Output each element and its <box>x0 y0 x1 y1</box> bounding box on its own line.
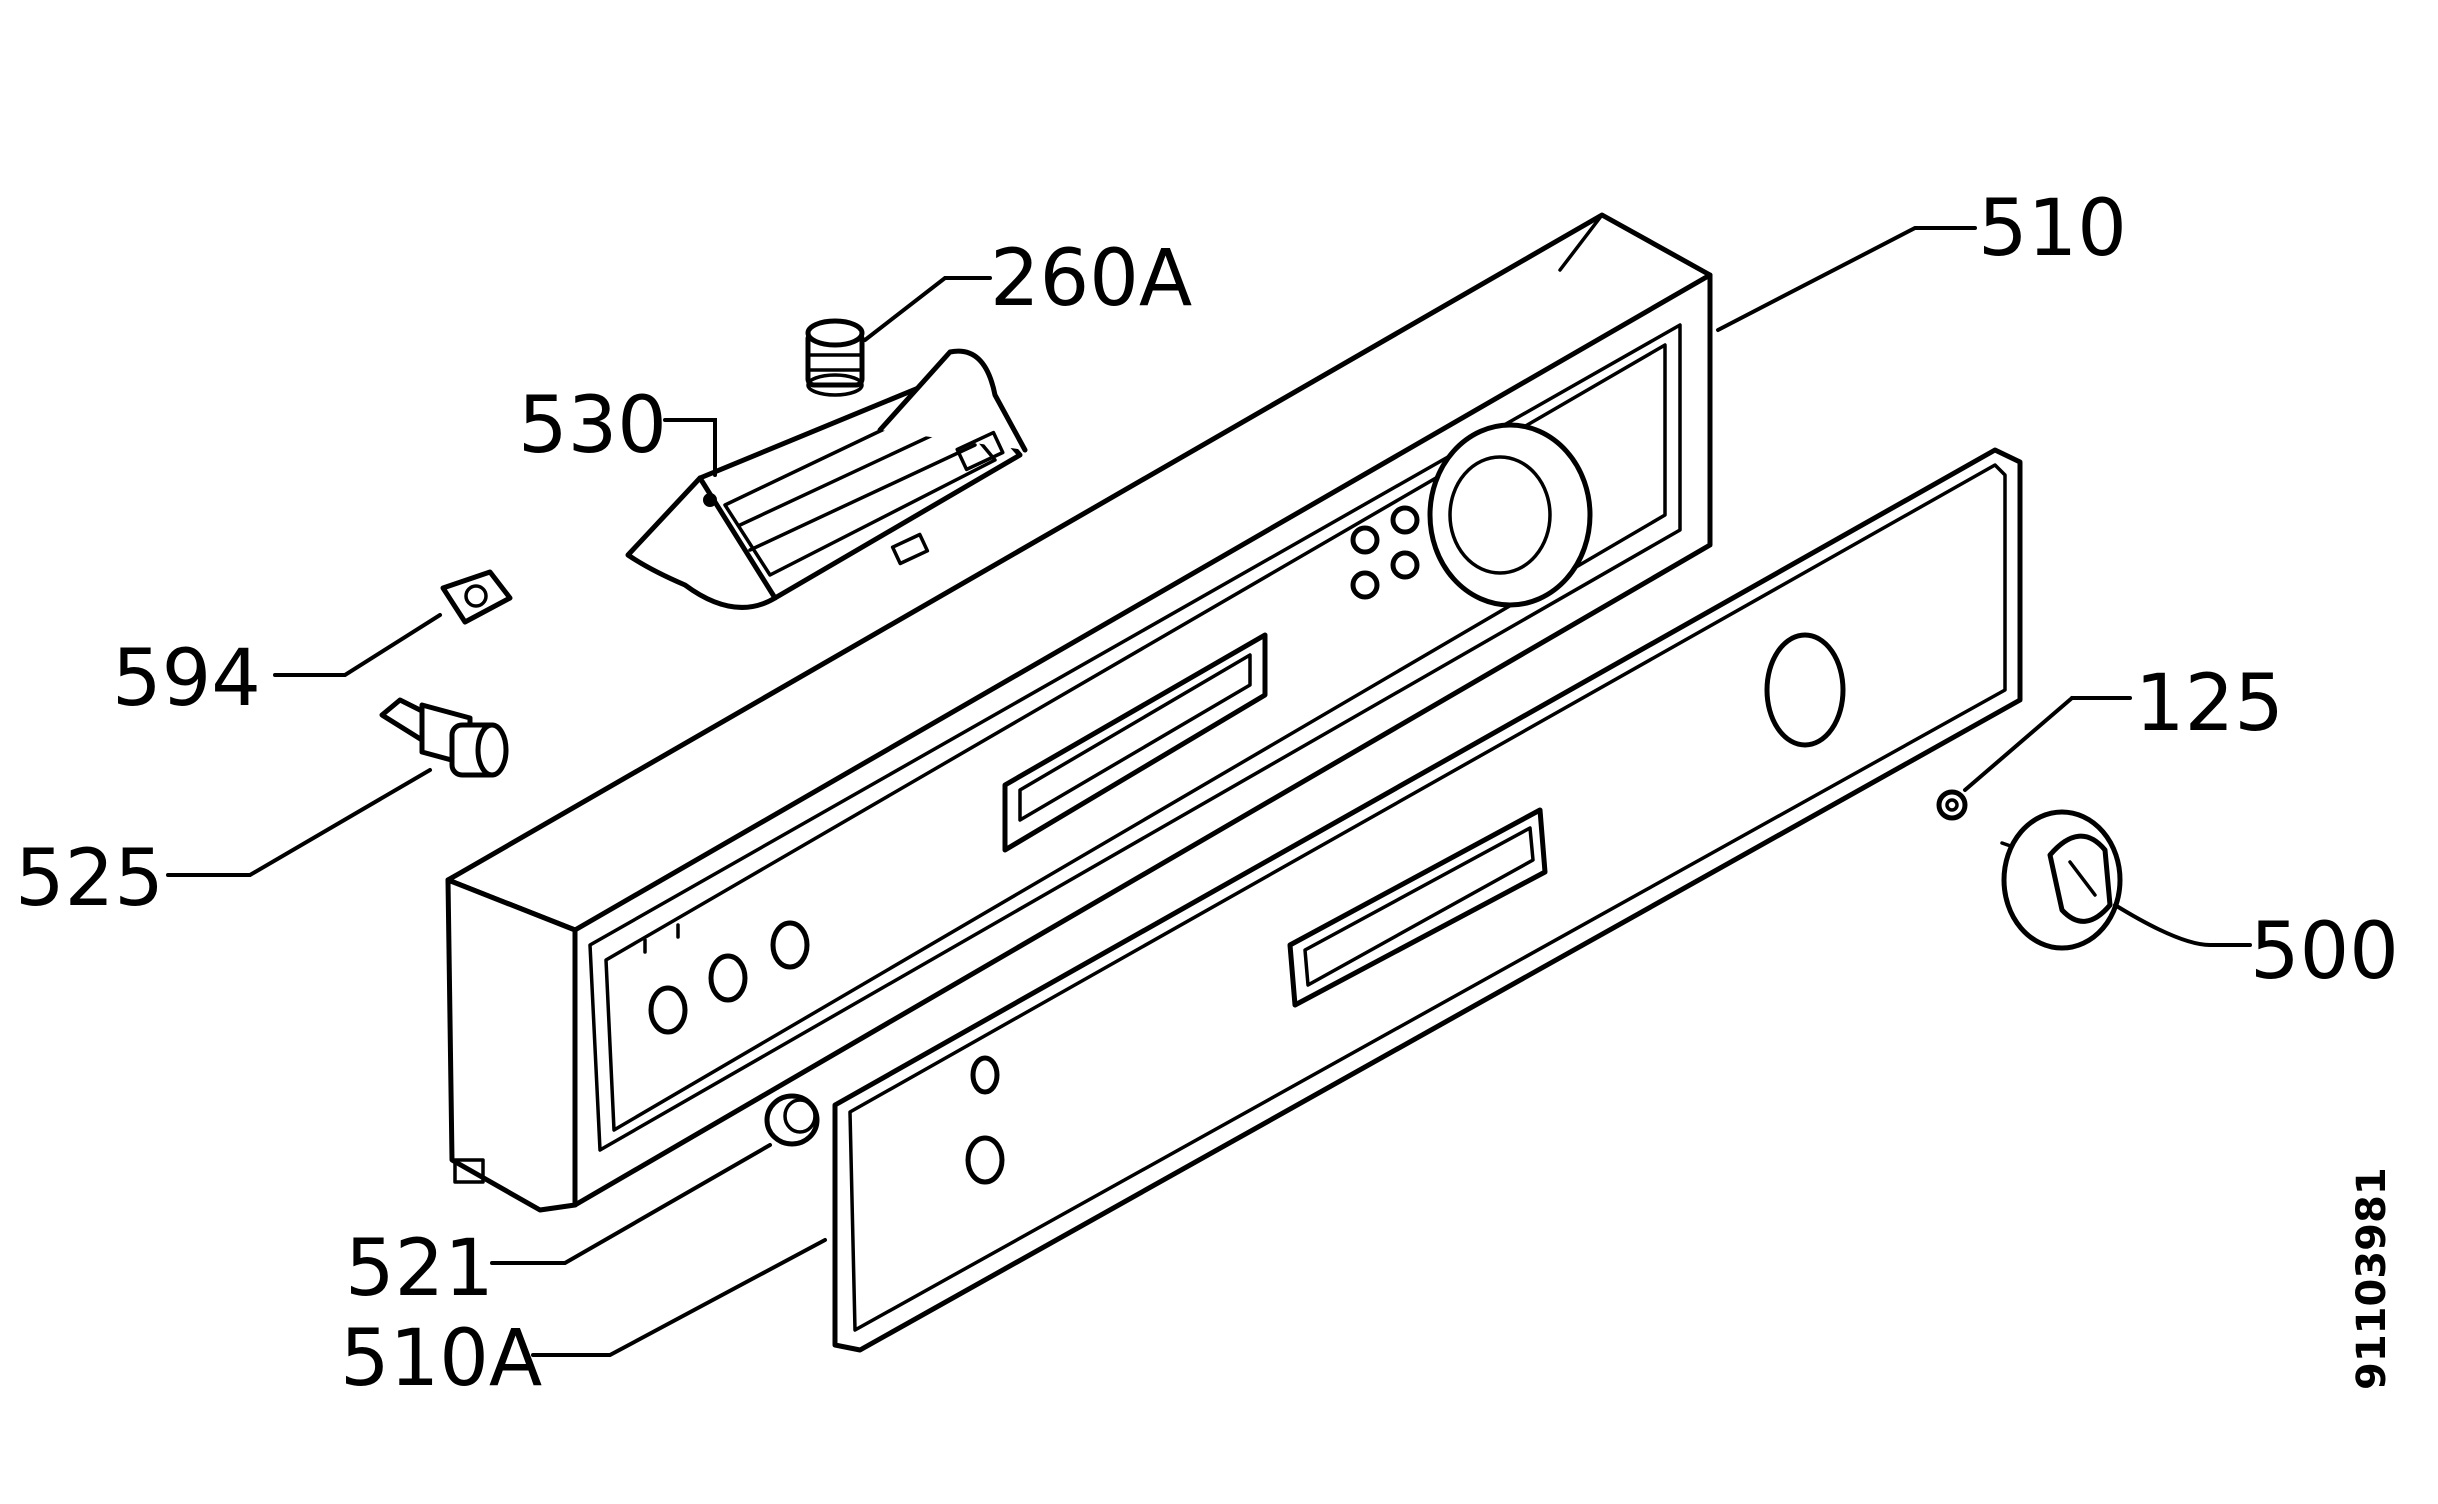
leader-lines <box>166 226 2252 1357</box>
sheet-code: 91103981 <box>2349 1167 2395 1390</box>
bushing-260a <box>805 318 865 397</box>
callout-260a: 260A <box>990 234 1192 324</box>
bolt-525 <box>379 697 509 778</box>
knob-500 <box>2000 809 2123 951</box>
nut-125 <box>1936 789 1968 821</box>
callout-525: 525 <box>15 834 164 924</box>
callout-labels: 260A 510 530 594 125 525 500 521 510A <box>15 184 2399 1404</box>
clip-594 <box>440 569 513 625</box>
control-panel-housing-510 <box>445 212 1713 1213</box>
callout-510: 510 <box>1978 184 2127 274</box>
callout-530: 530 <box>518 381 667 471</box>
dispenser-holder-530 <box>625 348 1028 610</box>
callout-510a: 510A <box>340 1314 542 1404</box>
callout-500: 500 <box>2250 907 2399 997</box>
callout-125: 125 <box>2135 659 2284 749</box>
button-521 <box>764 1093 820 1147</box>
callout-594: 594 <box>112 634 261 724</box>
front-fascia-plate-510a <box>832 447 2023 1353</box>
callout-521: 521 <box>345 1224 494 1314</box>
